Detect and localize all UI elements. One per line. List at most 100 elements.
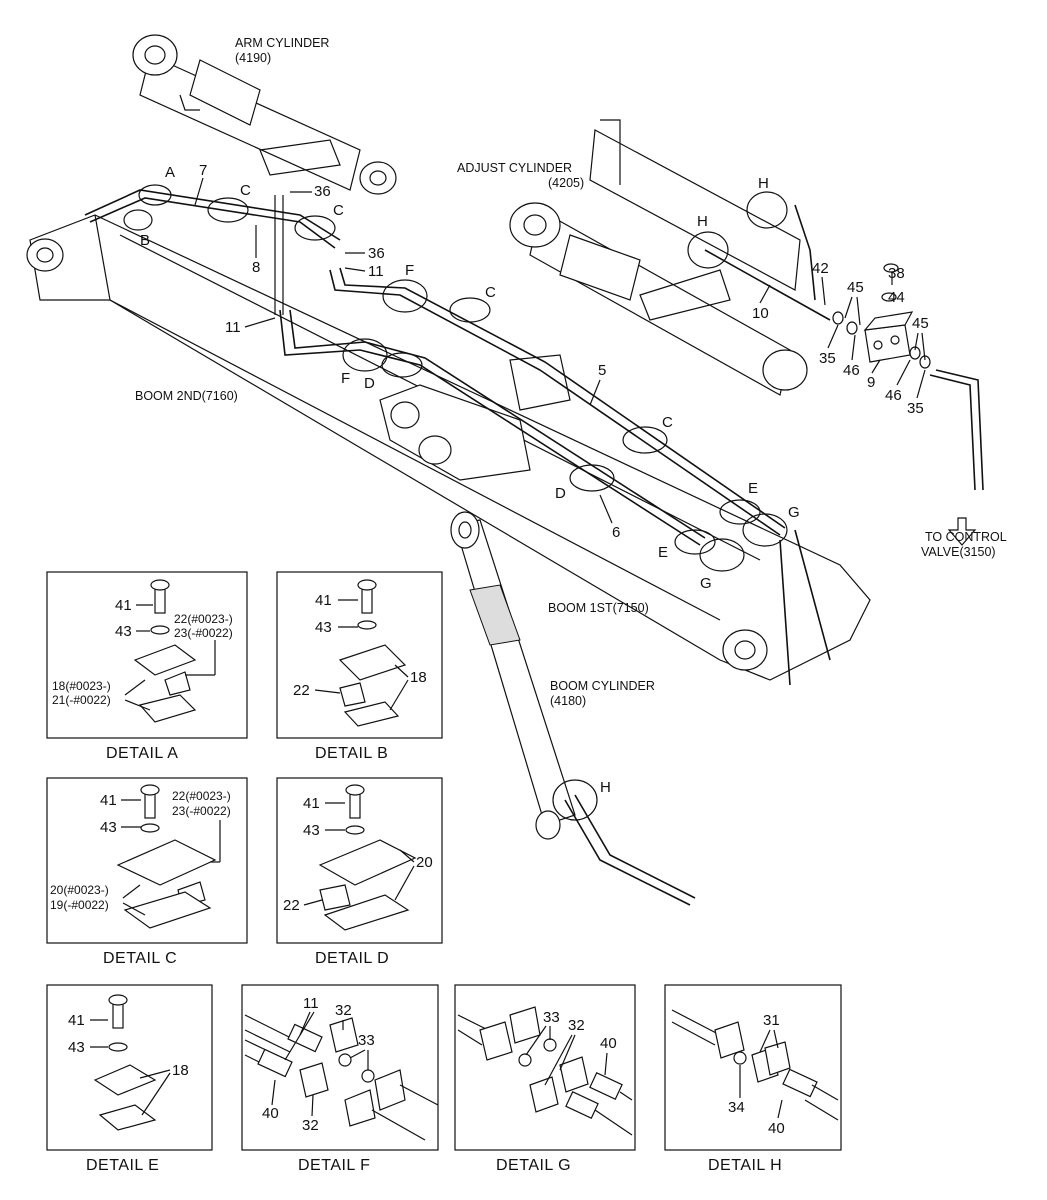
svg-text:32: 32 xyxy=(302,1117,319,1134)
letter-f-2: F xyxy=(341,370,350,387)
svg-text:38: 38 xyxy=(888,265,905,282)
letter-g-1: G xyxy=(788,504,800,521)
svg-text:22(#0023-): 22(#0023-) xyxy=(174,612,233,626)
arm-cylinder-label: ARM CYLINDER xyxy=(235,36,329,50)
boom-2nd-label: BOOM 2ND(7160) xyxy=(135,389,238,403)
svg-text:22: 22 xyxy=(283,897,300,914)
arm-cylinder-number: (4190) xyxy=(235,51,271,65)
svg-text:32: 32 xyxy=(335,1002,352,1019)
adjust-cylinder-label: ADJUST CYLINDER xyxy=(457,161,572,175)
pipelines xyxy=(84,189,984,906)
boom-2nd-drawing xyxy=(26,214,871,681)
letter-c-3: C xyxy=(485,284,496,301)
letter-d-1: D xyxy=(364,375,375,392)
svg-text:45: 45 xyxy=(912,315,929,332)
detail-f-caption: DETAIL F xyxy=(298,1157,370,1174)
svg-text:18: 18 xyxy=(410,669,427,686)
svg-text:41: 41 xyxy=(303,795,320,812)
arm-cylinder-drawing xyxy=(132,34,397,195)
svg-text:18(#0023-): 18(#0023-) xyxy=(52,679,111,693)
svg-text:5: 5 xyxy=(598,362,606,379)
svg-text:36: 36 xyxy=(368,245,385,262)
letter-e-2: E xyxy=(658,544,668,561)
detail-d-caption: DETAIL D xyxy=(315,950,389,967)
svg-text:40: 40 xyxy=(768,1120,785,1137)
letter-d-2: D xyxy=(555,485,566,502)
letter-c-2: C xyxy=(333,202,344,219)
svg-text:11: 11 xyxy=(368,263,384,280)
boom-cylinder-label: BOOM CYLINDER xyxy=(550,679,655,693)
adjust-cylinder-drawing xyxy=(509,119,808,396)
svg-text:22(#0023-): 22(#0023-) xyxy=(172,789,231,803)
svg-text:21(-#0022): 21(-#0022) xyxy=(52,693,111,707)
svg-text:44: 44 xyxy=(888,289,905,306)
letter-c-1: C xyxy=(240,182,251,199)
letter-a: A xyxy=(165,164,175,181)
svg-text:23(-#0022): 23(-#0022) xyxy=(172,804,231,818)
to-control-label: TO CONTROL xyxy=(925,530,1007,544)
svg-text:11: 11 xyxy=(303,995,319,1012)
svg-text:46: 46 xyxy=(885,387,902,404)
svg-text:11: 11 xyxy=(225,319,241,336)
boom-cylinder-number: (4180) xyxy=(550,694,586,708)
svg-text:8: 8 xyxy=(252,259,260,276)
letter-callouts: A B C C F C F D C D E G E G H H H xyxy=(140,164,800,796)
svg-text:41: 41 xyxy=(315,592,332,609)
detail-c-caption: DETAIL C xyxy=(103,950,177,967)
control-block xyxy=(832,263,977,546)
svg-text:46: 46 xyxy=(843,362,860,379)
svg-text:23(-#0022): 23(-#0022) xyxy=(174,626,233,640)
detail-e: 41 43 18 DETAIL E xyxy=(46,984,213,1174)
detail-f: 11 32 33 40 32 DETAIL F xyxy=(241,984,439,1174)
svg-text:6: 6 xyxy=(612,524,620,541)
svg-text:20(#0023-): 20(#0023-) xyxy=(50,883,109,897)
detail-b: 41 43 18 22 DETAIL B xyxy=(276,571,443,762)
svg-text:20: 20 xyxy=(416,854,433,871)
letter-h-3: H xyxy=(600,779,611,796)
svg-text:33: 33 xyxy=(358,1032,375,1049)
svg-text:36: 36 xyxy=(314,183,331,200)
svg-text:7: 7 xyxy=(199,162,207,179)
svg-text:41: 41 xyxy=(68,1012,85,1029)
detail-d: 41 43 20 22 DETAIL D xyxy=(276,777,443,967)
svg-text:34: 34 xyxy=(728,1099,745,1116)
svg-text:9: 9 xyxy=(867,374,875,391)
letter-e-1: E xyxy=(748,480,758,497)
letter-c-4: C xyxy=(662,414,673,431)
letter-g-2: G xyxy=(700,575,712,592)
svg-text:19(-#0022): 19(-#0022) xyxy=(50,898,109,912)
svg-text:31: 31 xyxy=(763,1012,780,1029)
letter-h-2: H xyxy=(697,213,708,230)
svg-text:43: 43 xyxy=(115,623,132,640)
svg-text:43: 43 xyxy=(315,619,332,636)
svg-text:35: 35 xyxy=(907,400,924,417)
detail-h: 31 34 40 DETAIL H xyxy=(664,984,842,1174)
letter-b: B xyxy=(140,232,150,249)
detail-c: 41 43 22(#0023-) 23(-#0022) 20(#0023-) 1… xyxy=(46,777,248,967)
adjust-cylinder-number: (4205) xyxy=(548,176,584,190)
detail-g: 33 32 40 DETAIL G xyxy=(454,984,636,1174)
svg-text:33: 33 xyxy=(543,1009,560,1026)
svg-text:43: 43 xyxy=(303,822,320,839)
svg-text:40: 40 xyxy=(600,1035,617,1052)
svg-text:32: 32 xyxy=(568,1017,585,1034)
main-callouts: ARM CYLINDER (4190) ADJUST CYLINDER (420… xyxy=(135,36,1007,708)
svg-text:41: 41 xyxy=(100,792,117,809)
detail-g-caption: DETAIL G xyxy=(496,1157,571,1174)
svg-text:43: 43 xyxy=(100,819,117,836)
svg-text:18: 18 xyxy=(172,1062,189,1079)
boom-cylinder-drawing xyxy=(450,511,576,840)
detail-b-caption: DETAIL B xyxy=(315,745,388,762)
detail-a-caption: DETAIL A xyxy=(106,745,178,762)
detail-h-caption: DETAIL H xyxy=(708,1157,782,1174)
valve-label: VALVE(3150) xyxy=(921,545,996,559)
letter-h-1: H xyxy=(758,175,769,192)
svg-text:22: 22 xyxy=(293,682,310,699)
detail-a: 41 43 22(#0023-) 23(-#0022) 18(#0023-) 2… xyxy=(46,571,248,762)
part-numbers-main: 7 8 36 36 11 11 5 6 10 42 38 44 45 45 35… xyxy=(194,162,929,541)
detail-e-caption: DETAIL E xyxy=(86,1157,159,1174)
letter-f-1: F xyxy=(405,262,414,279)
clamp-locators xyxy=(123,184,788,821)
boom-1st-label: BOOM 1ST(7150) xyxy=(548,601,649,615)
